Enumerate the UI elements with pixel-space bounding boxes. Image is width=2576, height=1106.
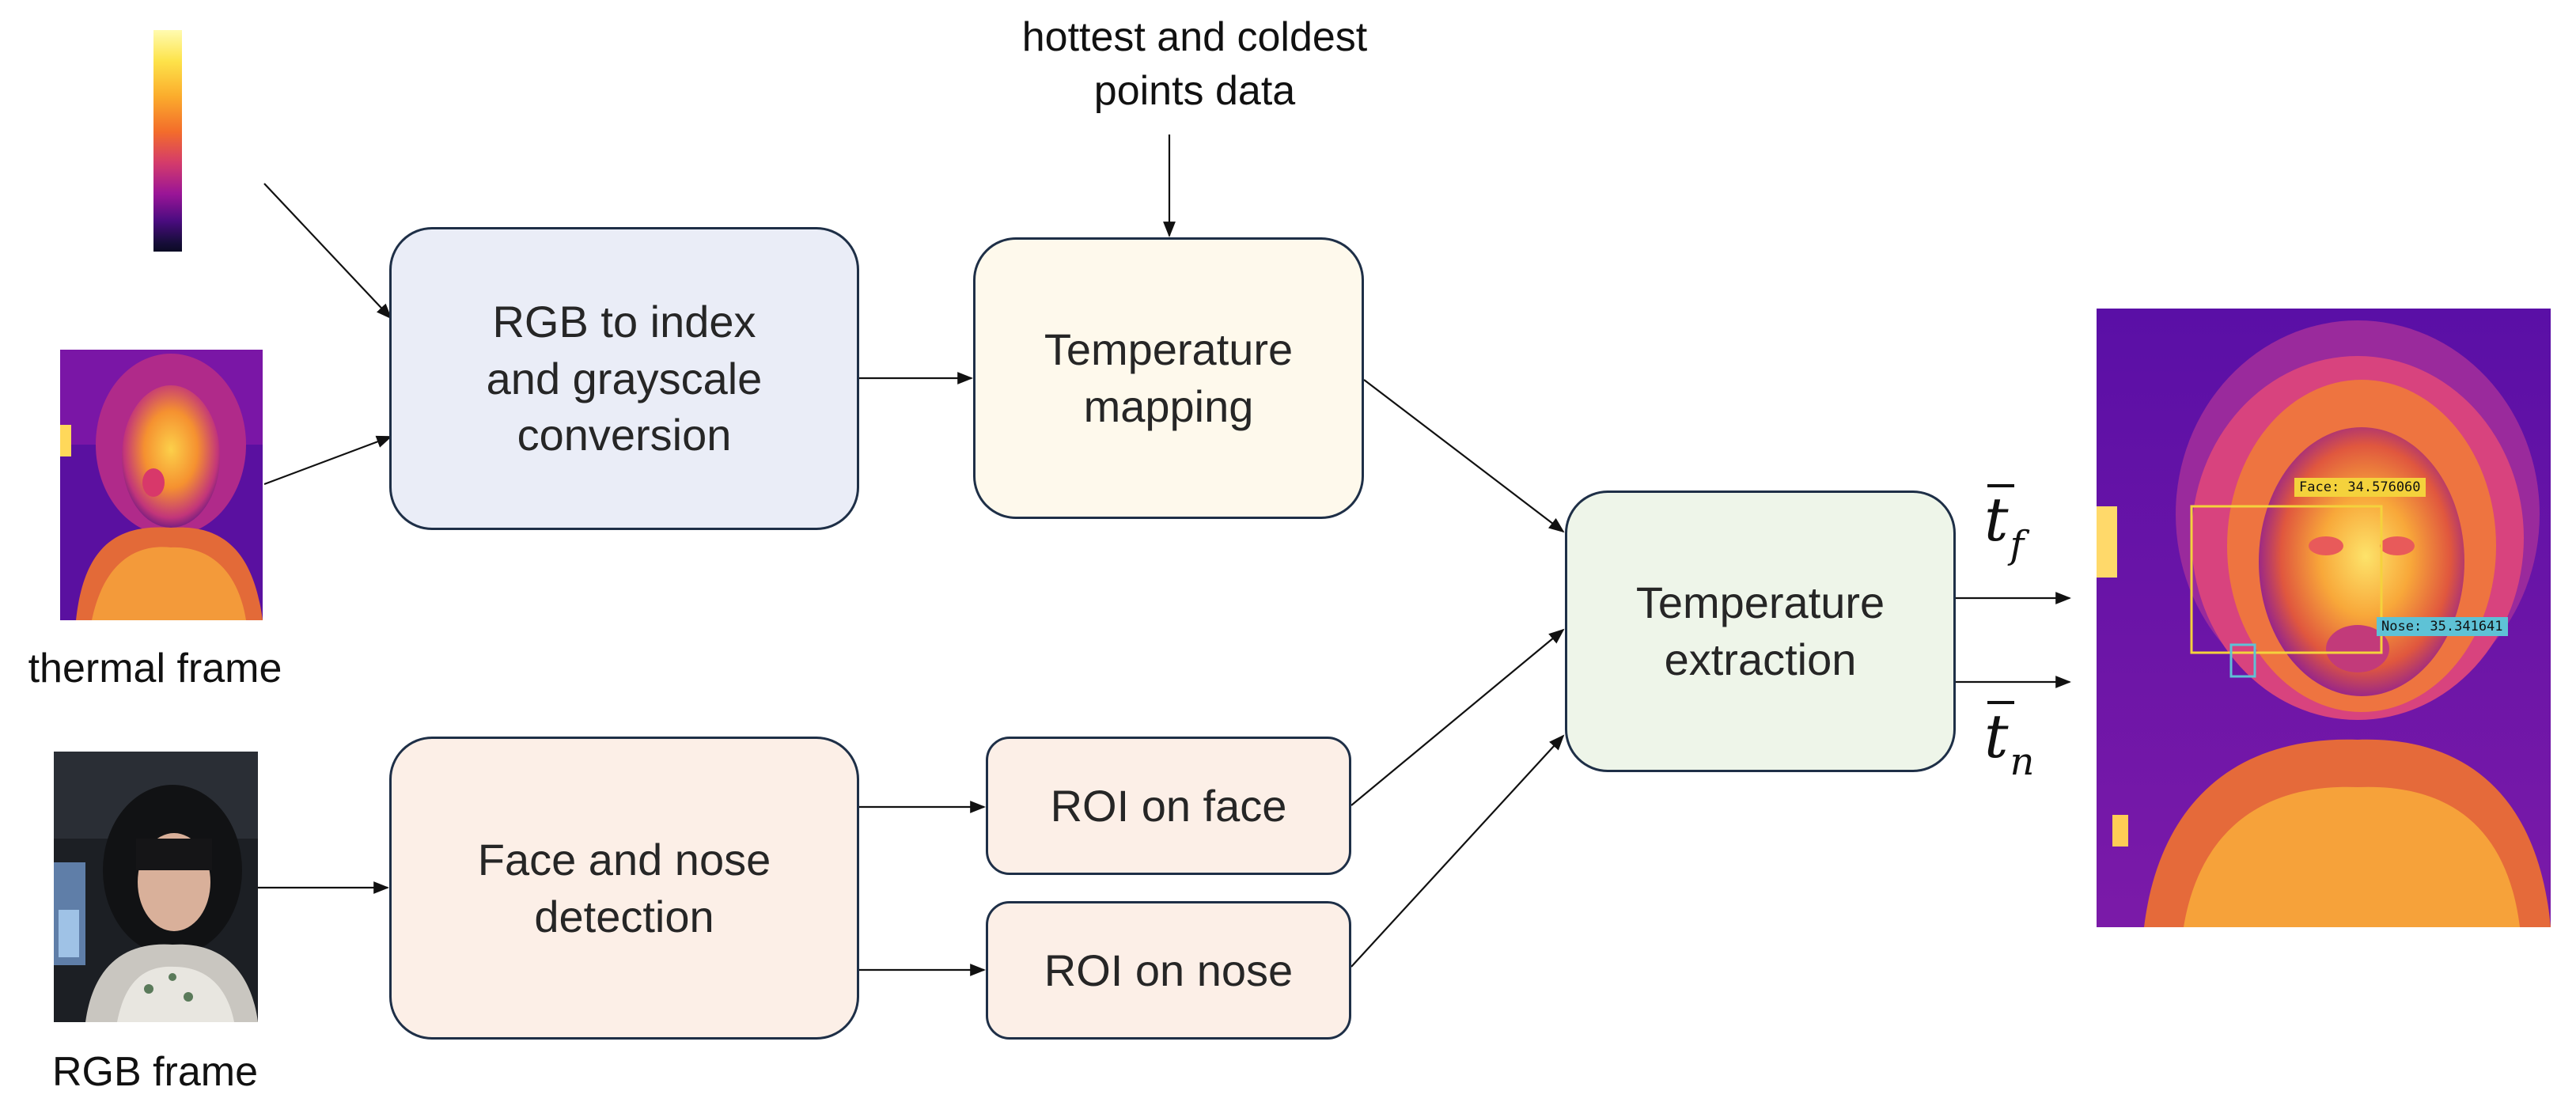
arrow-thermal-to-conversion: [263, 435, 392, 486]
roi-nose-box: ROI on nose: [986, 901, 1351, 1040]
t-face-overbar: [1987, 484, 2014, 487]
rgb-frame-image: [54, 752, 258, 1022]
temperature-mapping-box: Temperature mapping: [973, 237, 1364, 519]
arrow-roiface-to-extraction: [1351, 628, 1565, 806]
thermal-frame-image: [60, 350, 263, 620]
t-nose-overbar: [1987, 701, 2014, 704]
rgb-conversion-box: RGB to index and grayscale conversion: [389, 227, 859, 530]
thermal-colorbar: [153, 30, 182, 252]
face-temperature-label: Face: 34.576060: [2294, 478, 2426, 497]
t-nose-symbol: tn: [1984, 701, 2034, 784]
t-nose-letter: t: [1984, 701, 2009, 771]
t-face-letter: t: [1984, 484, 2009, 555]
t-face-subscript: f: [2010, 523, 2025, 567]
hot-cold-points-label: hottest and coldest points data: [1021, 14, 1368, 114]
t-face-symbol: tf: [1984, 484, 2024, 567]
arrow-mapping-to-extraction: [1363, 379, 1565, 533]
rgb-frame-label: RGB frame: [51, 1049, 259, 1095]
thermal-frame-label: thermal frame: [28, 646, 282, 691]
t-nose-subscript: n: [2010, 740, 2035, 784]
arrow-roinose-to-extraction: [1351, 734, 1565, 968]
arrow-colorbar-to-conversion: [263, 183, 392, 320]
roi-face-box: ROI on face: [986, 737, 1351, 875]
nose-temperature-label: Nose: 35.341641: [2377, 617, 2508, 636]
temperature-extraction-box: Temperature extraction: [1565, 491, 1956, 772]
face-nose-detection-box: Face and nose detection: [389, 737, 859, 1040]
